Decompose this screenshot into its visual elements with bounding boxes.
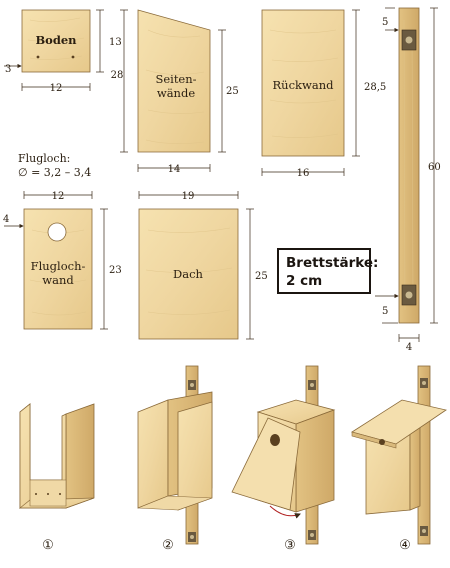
dach-height: 25 bbox=[255, 271, 268, 282]
assembly-step-2: ② bbox=[137, 365, 213, 553]
dach-width: 19 bbox=[182, 191, 195, 202]
seitenwaende-height-left: 28 bbox=[111, 70, 124, 81]
latte-width: 4 bbox=[406, 342, 412, 353]
latte-bottom-offset: 5 bbox=[382, 306, 388, 317]
board-thickness-box: Brettstärke: 2 cm bbox=[277, 248, 378, 294]
boden-width: 12 bbox=[50, 83, 63, 94]
rueckwand-piece: Rückwand 28,5 16 bbox=[261, 9, 386, 179]
rueckwand-height: 28,5 bbox=[364, 82, 386, 93]
assembly-step-1: ① bbox=[18, 403, 95, 553]
latte-piece: 5 60 5 4 bbox=[375, 7, 441, 353]
fluglochwand-piece: Flugloch- wand 12 23 4 bbox=[3, 191, 122, 330]
board-thickness-line2: 2 cm bbox=[286, 273, 322, 289]
fluglochwand-label-1: Flugloch- bbox=[31, 259, 86, 273]
fluglochwand-height: 23 bbox=[109, 265, 122, 276]
entry-hole bbox=[47, 222, 67, 242]
step-1-number: ① bbox=[42, 538, 54, 553]
fluglochwand-offset: 4 bbox=[3, 214, 9, 225]
step-3-number: ③ bbox=[284, 538, 296, 553]
boden-label: Boden bbox=[35, 33, 77, 47]
boden-height: 13 bbox=[109, 37, 122, 48]
boden-offset: 3 bbox=[5, 64, 11, 75]
board-thickness-line1: Brettstärke: bbox=[286, 255, 378, 271]
seitenwaende-label-1: Seiten- bbox=[155, 72, 196, 86]
step-4-number: ④ bbox=[399, 538, 411, 553]
rueckwand-label: Rückwand bbox=[273, 78, 335, 92]
flugloch-diameter: ∅ = 3,2 – 3,4 bbox=[18, 166, 91, 179]
fluglochwand-width: 12 bbox=[52, 191, 65, 202]
assembly-step-3: ③ bbox=[231, 365, 336, 553]
dach-label: Dach bbox=[173, 267, 204, 281]
rueckwand-width: 16 bbox=[297, 168, 310, 179]
dach-piece: Dach 19 25 bbox=[138, 191, 268, 340]
assembly-step-4: ④ bbox=[351, 365, 447, 553]
boden-piece: Boden 13 12 3 bbox=[4, 9, 122, 94]
fluglochwand-label-2: wand bbox=[42, 273, 74, 287]
seitenwaende-width: 14 bbox=[168, 164, 181, 175]
seitenwaende-height-right: 25 bbox=[226, 86, 239, 97]
seitenwaende-label-2: wände bbox=[157, 86, 195, 100]
latte-length: 60 bbox=[428, 162, 441, 173]
flugloch-title: Flugloch: bbox=[18, 152, 70, 165]
seitenwaende-piece: Seiten- wände 28 25 14 bbox=[111, 9, 239, 175]
latte-top-offset: 5 bbox=[382, 17, 388, 28]
step-2-number: ② bbox=[162, 538, 174, 553]
